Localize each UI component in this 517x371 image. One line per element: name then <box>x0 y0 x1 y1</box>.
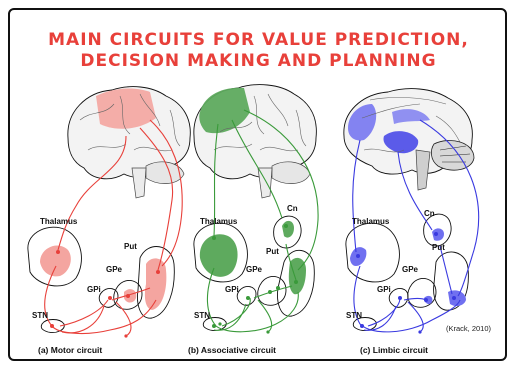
associative-put-activity <box>288 257 306 295</box>
motor-circuit-panel: Thalamus Put GPe GPi STN (a) Motor circu… <box>27 86 191 355</box>
associative-put-label: Put <box>266 247 279 256</box>
associative-thalamus-activity <box>199 234 238 277</box>
associative-pathway-nodes <box>212 224 298 334</box>
motor-putamen-activity <box>144 258 167 310</box>
motor-gpe-outline <box>113 279 143 310</box>
associative-caption: (b) Associative circuit <box>188 345 276 355</box>
associative-gpi-label: GPi <box>225 285 239 294</box>
limbic-put-activity <box>448 290 466 307</box>
motor-gpi-label: GPi <box>87 285 101 294</box>
associative-pathway-lines <box>206 109 319 333</box>
associative-brainstem <box>257 167 273 199</box>
associative-thalamus-outline <box>193 222 248 283</box>
associative-gpe-label: GPe <box>246 265 263 274</box>
slide-title-line-2: DECISION MAKING AND PLANNING <box>80 51 437 71</box>
associative-cn-outline <box>273 215 302 249</box>
limbic-gpi-outline <box>388 288 409 308</box>
limbic-gpe-label: GPe <box>402 265 419 274</box>
motor-cortex-area <box>96 88 156 129</box>
motor-gpe-activity <box>124 289 137 303</box>
limbic-put-label: Put <box>432 243 445 252</box>
limbic-stn-outline <box>352 317 377 331</box>
limbic-subcortical-area <box>383 131 419 154</box>
slide-title-line-1: MAIN CIRCUITS FOR VALUE PREDICTION, <box>48 30 469 50</box>
limbic-thalamus-outline <box>345 222 400 283</box>
motor-caption: (a) Motor circuit <box>38 345 102 355</box>
limbic-caption: (c) Limbic circuit <box>360 345 428 355</box>
motor-stn-label: STN <box>32 311 48 320</box>
motor-brain-sulci <box>79 93 181 152</box>
citation: (Krack, 2010) <box>446 324 492 333</box>
limbic-brain-sulci <box>361 97 463 153</box>
limbic-stn-label: STN <box>346 311 362 320</box>
motor-pathway-nodes <box>50 250 160 338</box>
limbic-cn-activity <box>432 228 444 241</box>
motor-putamen-outline <box>137 246 175 319</box>
limbic-brainstem <box>415 149 431 191</box>
associative-circuit-panel: Thalamus Cn Put GPe GPi STN (b) Associat… <box>188 84 319 355</box>
limbic-pathway-nodes <box>356 232 456 334</box>
limbic-thalamus-label: Thalamus <box>352 217 390 226</box>
associative-put-outline <box>277 250 315 317</box>
associative-cn-activity <box>282 220 294 238</box>
motor-thalamus-activity <box>40 245 71 277</box>
motor-gpi-outline <box>98 288 119 308</box>
limbic-gpi-label: GPi <box>377 285 391 294</box>
motor-thalamus-outline <box>27 226 82 287</box>
associative-gpe-outline <box>257 275 287 306</box>
limbic-cn-label: Cn <box>424 209 435 218</box>
associative-stn-label: STN <box>194 311 210 320</box>
motor-put-label: Put <box>124 242 137 251</box>
limbic-gpe-outline <box>407 277 437 308</box>
associative-cerebellum <box>271 161 311 184</box>
limbic-gpe-activity <box>424 295 433 305</box>
limbic-medial-cortex-area <box>348 104 377 141</box>
motor-cerebellum <box>145 161 185 184</box>
associative-cn-label: Cn <box>287 204 298 213</box>
limbic-cn-outline <box>423 213 452 247</box>
motor-brainstem <box>131 167 147 199</box>
associative-gpi-outline <box>236 286 257 306</box>
motor-thalamus-label: Thalamus <box>40 217 78 226</box>
associative-cortex-area <box>199 87 250 134</box>
associative-thalamus-label: Thalamus <box>200 217 238 226</box>
motor-gpe-label: GPe <box>106 265 123 274</box>
limbic-circuit-panel: Thalamus Cn Put GPe GPi STN (Krack, 2010… <box>343 88 492 355</box>
